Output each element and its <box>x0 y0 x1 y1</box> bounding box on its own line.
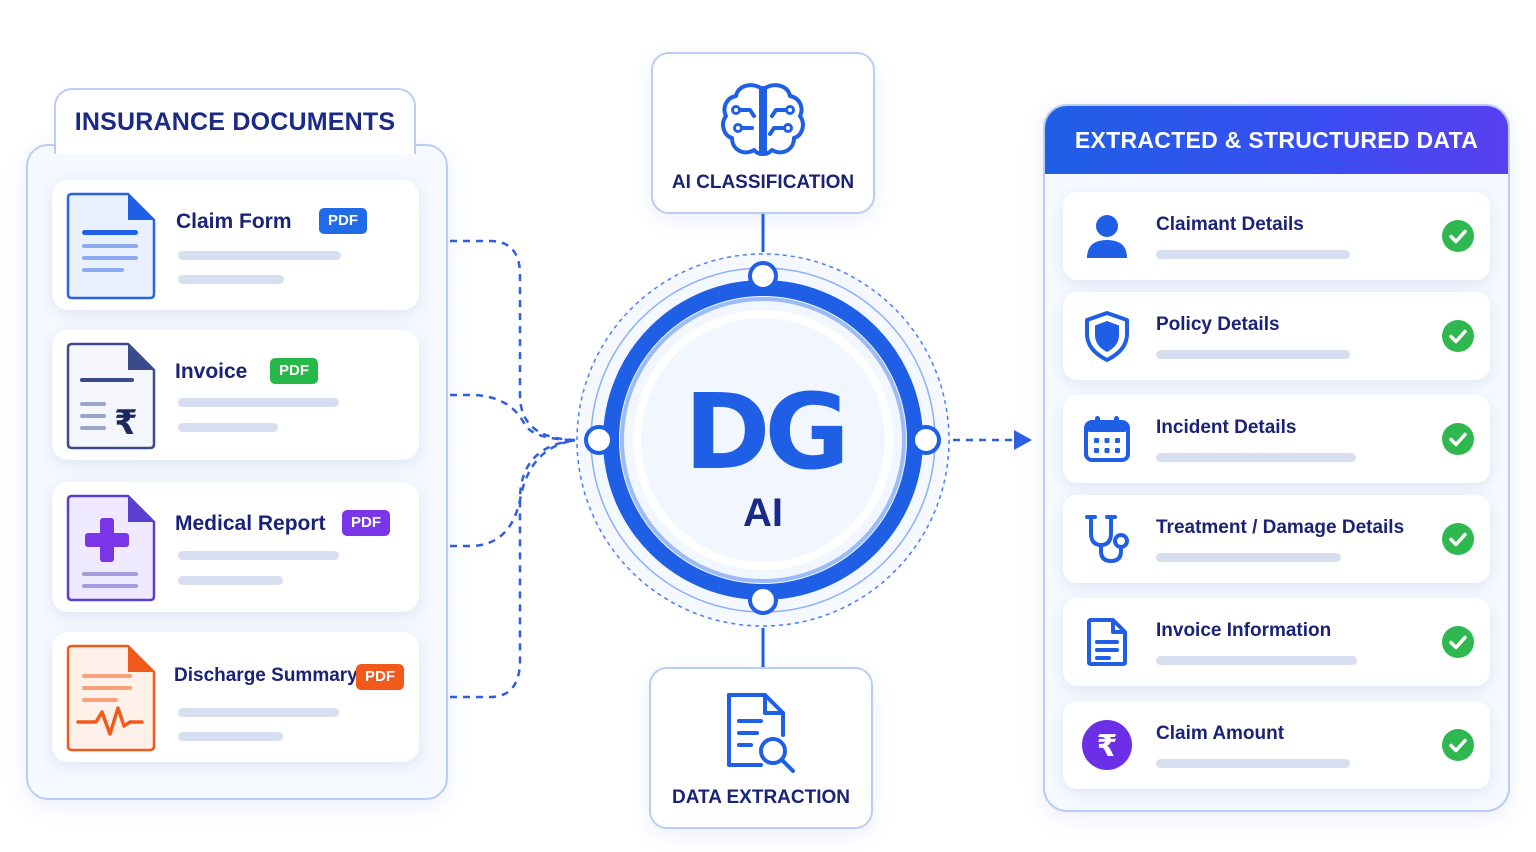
field-label: Claimant Details <box>1156 214 1304 235</box>
placeholder-line <box>1156 453 1356 462</box>
document-title-discharge-summary: Discharge Summary <box>174 665 358 686</box>
pdf-badge: PDF <box>356 664 404 690</box>
field-label: Treatment / Damage Details <box>1156 517 1405 538</box>
rupee-coin-icon: ₹ <box>1082 720 1132 770</box>
document-card-claim-form[interactable]: Claim Form PDF <box>52 180 419 310</box>
hub-ai-label: AI <box>743 491 783 535</box>
pdf-badge: PDF <box>319 208 367 234</box>
document-icon <box>1087 618 1127 666</box>
check-icon <box>1442 220 1474 252</box>
connector-discharge-summary <box>424 438 579 699</box>
placeholder-line <box>1156 250 1350 259</box>
check-icon <box>1442 320 1474 352</box>
data-extraction-label: DATA EXTRACTION <box>671 787 851 808</box>
pdf-badge: PDF <box>270 358 318 384</box>
extracted-data-header: EXTRACTED & STRUCTURED DATA <box>1045 106 1508 174</box>
document-title-medical-report: Medical Report <box>175 512 326 535</box>
field-label: Claim Amount <box>1156 723 1285 744</box>
shield-icon <box>1085 311 1129 362</box>
svg-text:₹: ₹ <box>1097 729 1118 764</box>
extracted-data-title: EXTRACTED & STRUCTURED DATA <box>1074 126 1479 153</box>
user-icon <box>1087 215 1127 258</box>
field-card-incident-details[interactable]: Incident Details <box>1063 395 1490 483</box>
rupee-invoice-icon: ₹ <box>66 342 156 450</box>
pdf-badge: PDF <box>342 510 390 536</box>
field-card-invoice-information[interactable]: Invoice Information <box>1063 598 1490 686</box>
check-icon <box>1442 626 1474 658</box>
field-card-claim-amount[interactable]: ₹ Claim Amount <box>1063 701 1490 789</box>
placeholder-line <box>178 423 278 432</box>
check-icon <box>1442 523 1474 555</box>
check-icon <box>1442 423 1474 455</box>
document-search-icon <box>727 693 795 773</box>
connector-invoice <box>424 393 579 442</box>
ai-classification-box[interactable]: AI CLASSIFICATION <box>651 52 875 214</box>
placeholder-line <box>1156 553 1341 562</box>
field-label: Incident Details <box>1156 417 1297 438</box>
calendar-icon <box>1084 416 1130 462</box>
field-label: Invoice Information <box>1156 620 1332 641</box>
document-title-invoice: Invoice <box>175 360 248 383</box>
placeholder-line <box>178 251 341 260</box>
placeholder-line <box>1156 656 1357 665</box>
field-label: Policy Details <box>1156 314 1280 335</box>
check-icon <box>1442 729 1474 761</box>
connector-medical-report <box>424 438 579 548</box>
stethoscope-icon <box>1085 515 1129 564</box>
document-title-claim-form: Claim Form <box>176 210 292 233</box>
field-card-policy-details[interactable]: Policy Details <box>1063 292 1490 380</box>
medical-cross-document-icon <box>66 494 156 602</box>
connector-claim-form <box>424 239 579 442</box>
arrow-head-icon <box>1014 430 1032 450</box>
placeholder-line <box>178 708 339 717</box>
heartbeat-document-icon <box>66 644 156 752</box>
insurance-documents-header: INSURANCE DOCUMENTS <box>54 88 416 154</box>
placeholder-line <box>178 732 283 741</box>
document-card-medical-report[interactable]: Medical Report PDF <box>52 482 419 612</box>
document-card-invoice[interactable]: ₹ Invoice PDF <box>52 330 419 460</box>
placeholder-line <box>1156 350 1350 359</box>
svg-text:₹: ₹ <box>114 403 138 443</box>
dg-logo: DG <box>684 378 850 478</box>
insurance-documents-title: INSURANCE DOCUMENTS <box>74 107 396 136</box>
placeholder-line <box>178 551 339 560</box>
document-card-discharge-summary[interactable]: Discharge Summary PDF <box>52 632 419 762</box>
placeholder-line <box>178 275 284 284</box>
data-extraction-box[interactable]: DATA EXTRACTION <box>649 667 873 829</box>
field-card-claimant-details[interactable]: Claimant Details <box>1063 192 1490 280</box>
field-card-treatment-damage-details[interactable]: Treatment / Damage Details <box>1063 495 1490 583</box>
placeholder-line <box>178 398 339 407</box>
form-document-icon <box>66 192 156 300</box>
brain-circuit-icon <box>721 83 805 156</box>
ai-classification-label: AI CLASSIFICATION <box>671 172 855 193</box>
svg-text:DG: DG <box>684 378 844 478</box>
placeholder-line <box>178 576 283 585</box>
placeholder-line <box>1156 759 1350 768</box>
